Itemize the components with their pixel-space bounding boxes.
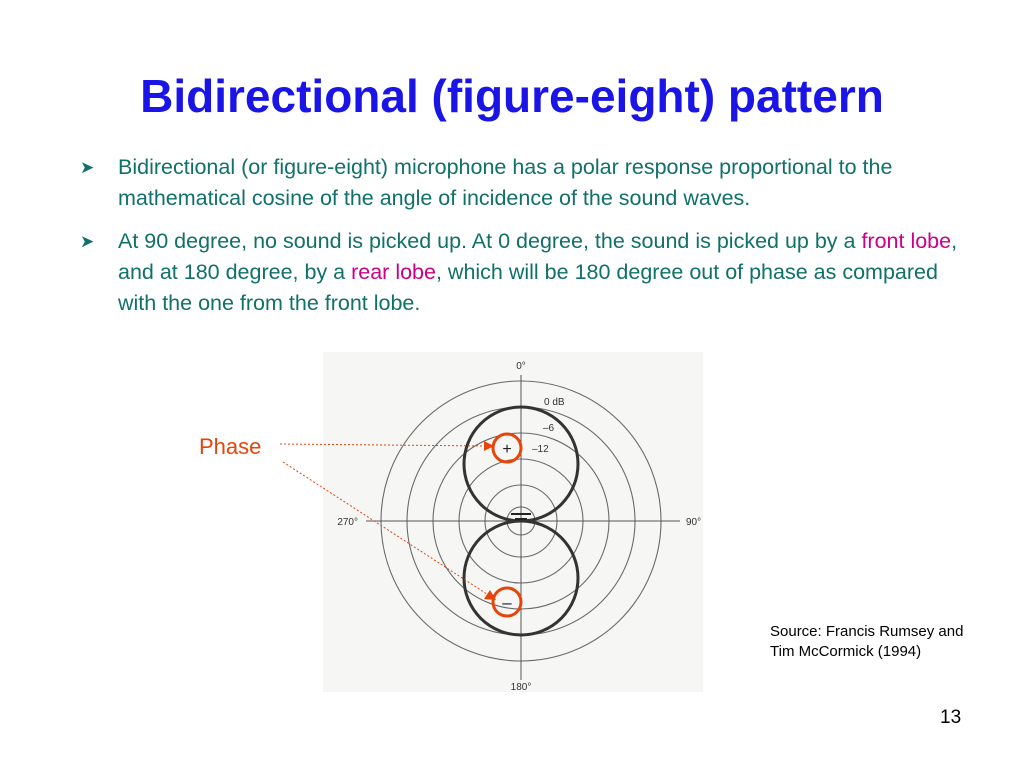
bullet-text-1: Bidirectional (or figure-eight) micropho… — [118, 155, 893, 210]
minus-sign: – — [502, 593, 512, 612]
bullet-list: ➤ Bidirectional (or figure-eight) microp… — [80, 152, 980, 331]
bullet-item-1: ➤ Bidirectional (or figure-eight) microp… — [80, 152, 980, 214]
bullet-item-2: ➤ At 90 degree, no sound is picked up. A… — [80, 226, 980, 319]
angle-label-90: 90° — [686, 517, 701, 528]
arrow-heads — [484, 441, 496, 600]
front-phase-marker: + — [491, 432, 523, 464]
source-line-1: Source: Francis Rumsey and — [770, 623, 964, 640]
phase-arrow-rear — [282, 461, 491, 597]
phase-arrow-front — [279, 443, 489, 447]
rear-lobe-highlight: rear lobe — [351, 260, 436, 284]
figure-eight-lobes — [462, 405, 580, 637]
slide-title: Bidirectional (figure-eight) pattern — [140, 70, 884, 122]
microphone-symbol — [511, 513, 531, 520]
ring-label-minus6: –6 — [543, 423, 555, 434]
arrow-bullet-icon: ➤ — [80, 158, 95, 177]
front-lobe-highlight: front lobe — [861, 229, 952, 253]
source-line-2: Tim McCormick (1994) — [770, 643, 922, 660]
bullet-text-2a: At 90 degree, no sound is picked up. At … — [118, 229, 862, 253]
phase-label: Phase — [199, 434, 262, 459]
rear-lobe — [462, 519, 580, 637]
ring-label-minus12: –12 — [532, 444, 549, 455]
source-citation: Source: Francis Rumsey and Tim McCormick… — [770, 622, 963, 662]
plus-sign: + — [502, 441, 511, 458]
page-number: 13 — [940, 707, 962, 728]
angle-label-0: 0° — [516, 361, 526, 372]
bullet-text-2e: , which will be 180 degree out of phase … — [118, 260, 938, 315]
phase-arrows — [279, 443, 491, 597]
bullet-text-2c: , and at 180 degree, by a — [118, 229, 958, 284]
angle-label-270: 270° — [337, 517, 358, 528]
ring-label-0db: 0 dB — [544, 397, 565, 408]
arrow-bullet-icon: ➤ — [80, 232, 95, 251]
angle-label-180: 180° — [511, 682, 532, 693]
rear-phase-marker: – — [491, 586, 523, 618]
